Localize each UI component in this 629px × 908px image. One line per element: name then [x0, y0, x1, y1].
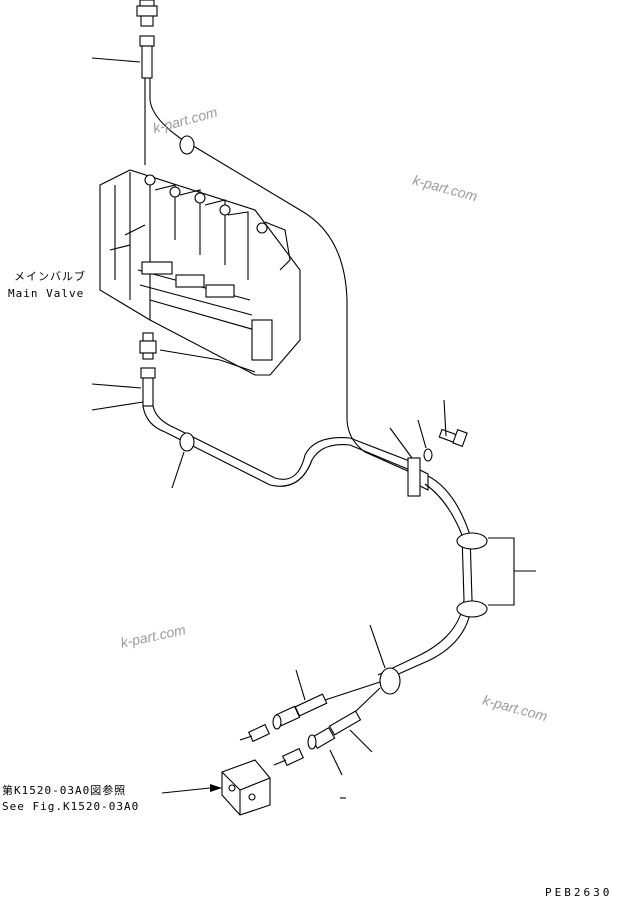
main-valve — [99, 169, 301, 376]
clamp-ring-middle — [379, 667, 401, 695]
lower-hose-end — [140, 367, 156, 407]
leader-line — [349, 729, 373, 753]
upper-pilot-hose — [144, 78, 411, 473]
leader-line — [417, 419, 427, 449]
adapter-a — [239, 723, 271, 743]
adapter-b — [273, 747, 305, 767]
top-fitting — [136, 0, 158, 27]
split-hoses — [324, 681, 381, 713]
lower-pilot-hose — [142, 405, 411, 487]
top-hose-end — [139, 35, 155, 79]
bolt — [438, 428, 468, 447]
lower-fitting — [139, 332, 157, 360]
bracket — [407, 457, 429, 497]
ref-label-jp: 第K1520-03A0図参照 — [2, 784, 127, 797]
upper-clamp — [179, 135, 195, 155]
leader-line — [91, 401, 144, 411]
main-hose-run — [384, 475, 473, 681]
leader-line — [329, 749, 343, 776]
leader-line — [91, 57, 141, 63]
leader-line — [91, 383, 142, 389]
washer — [423, 448, 433, 462]
main-hose-run-2 — [377, 483, 465, 676]
hose-end-b — [307, 710, 362, 750]
leader-line — [369, 624, 386, 669]
clamp-ring-upper — [456, 532, 488, 550]
solenoid-block — [221, 759, 271, 816]
lower-pilot-hose-2 — [152, 405, 413, 480]
leader-line — [295, 669, 306, 701]
leader-line — [389, 427, 413, 459]
arrow-head — [210, 784, 222, 792]
lower-clamp — [179, 432, 195, 452]
ref-label-en: See Fig.K1520-03A0 — [2, 800, 140, 813]
main-valve-label-jp: メインバルブ — [14, 270, 86, 283]
hose-end-a — [272, 693, 328, 730]
main-valve-label-en: Main Valve — [8, 287, 85, 300]
ring-bracket-leader — [488, 537, 536, 606]
leader-line — [171, 451, 185, 489]
drawing-number: PEB2630 — [545, 886, 613, 899]
leader-line — [443, 399, 447, 437]
ref-arrow — [161, 787, 211, 794]
clamp-ring-lower — [456, 600, 488, 618]
